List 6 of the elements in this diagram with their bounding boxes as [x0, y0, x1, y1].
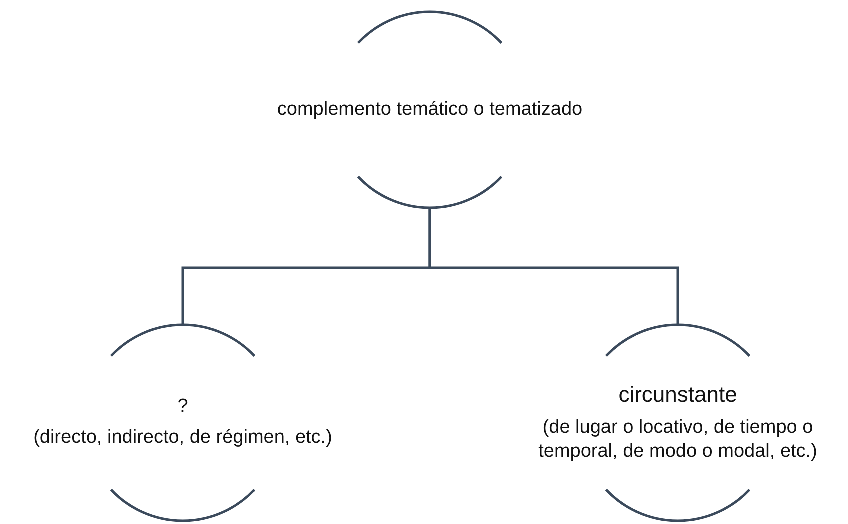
node-label: complemento temático o tematizado — [277, 98, 583, 122]
connector-line — [428, 208, 680, 325]
node-label: (de lugar o locativo, de tiempo o temporal, de modo o modal, etc.) — [538, 416, 818, 464]
node-label: (directo, indirecto, de régimen, etc.) — [34, 426, 332, 450]
node-label: ? — [178, 395, 188, 420]
node-label: circunstante — [618, 381, 738, 410]
